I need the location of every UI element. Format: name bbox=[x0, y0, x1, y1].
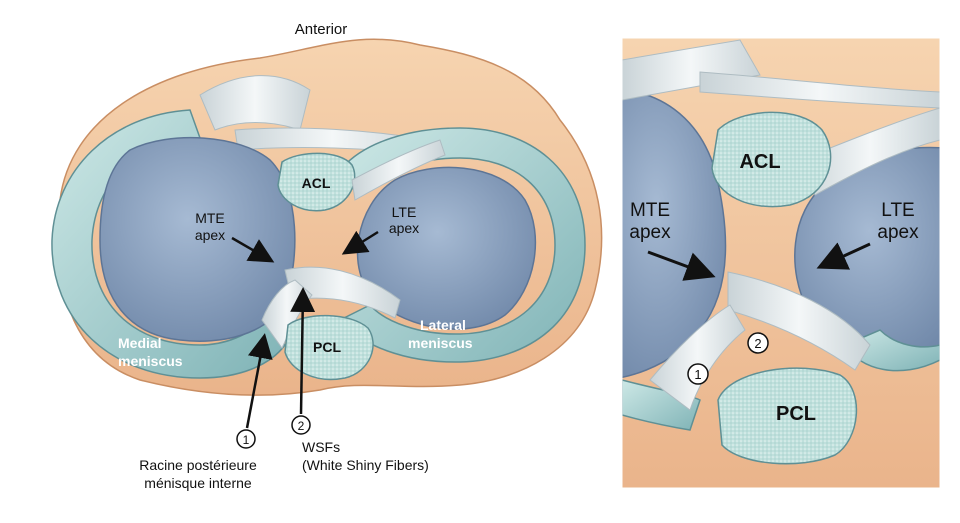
root-label-line2: ménisque interne bbox=[144, 475, 252, 491]
mte-apex-label-line2: apex bbox=[195, 227, 225, 243]
anterior-ligament-band bbox=[199, 75, 311, 131]
main-view: Anterior ACL PCL MTE apex LTE apex Media… bbox=[51, 21, 603, 491]
inset-marker-2-label: 2 bbox=[754, 336, 761, 351]
acl-footprint bbox=[277, 152, 356, 212]
lte-apex-arrow bbox=[341, 230, 379, 255]
inset-lte-apex-arrow bbox=[816, 242, 871, 270]
inset-anterior-ligament bbox=[622, 39, 761, 101]
wsf-pointer-line bbox=[290, 287, 316, 415]
acl-label: ACL bbox=[302, 175, 331, 191]
inset-acl-footprint bbox=[711, 111, 832, 208]
white-shiny-fibers bbox=[284, 266, 401, 319]
marker-2-label: 2 bbox=[298, 419, 305, 433]
wsf-label-line2: (White Shiny Fibers) bbox=[302, 457, 429, 473]
inset-view: ACL PCL MTE apex LTE apex 1 2 bbox=[622, 38, 940, 488]
inset-acl-label: ACL bbox=[739, 151, 780, 173]
inset-medial-meniscus bbox=[622, 379, 701, 431]
inset-lte-apex-label-line2: apex bbox=[877, 222, 919, 243]
root-label-line1: Racine postérieure bbox=[139, 457, 257, 473]
medial-tibial-cartilage bbox=[99, 136, 296, 342]
wsf-label-line1: WSFs bbox=[302, 439, 340, 455]
medial-meniscus-label-line2: meniscus bbox=[118, 353, 183, 369]
lte-apex-label-line2: apex bbox=[389, 220, 419, 236]
inset-mte-apex-label-line2: apex bbox=[629, 222, 671, 243]
acl-fibers bbox=[351, 139, 446, 201]
marker-1-label: 1 bbox=[243, 433, 250, 447]
lateral-meniscus-label-line1: Lateral bbox=[420, 317, 466, 333]
inset-transverse-ligament bbox=[699, 71, 940, 109]
anterior-label: Anterior bbox=[295, 21, 348, 38]
inset-marker-2-circle bbox=[747, 332, 769, 354]
lateral-meniscus-label-line2: meniscus bbox=[408, 335, 473, 351]
inset-lte-apex-label-line1: LTE bbox=[881, 200, 914, 221]
inset-medial-posterior-root bbox=[649, 304, 746, 411]
inset-mte-apex-arrow bbox=[647, 250, 716, 281]
mte-apex-arrow bbox=[231, 236, 275, 263]
inset-pcl-footprint bbox=[717, 367, 858, 465]
inset-marker-1-label: 1 bbox=[694, 367, 701, 382]
lateral-tibial-cartilage bbox=[356, 166, 537, 330]
inset-mte-apex-label-line1: MTE bbox=[630, 200, 670, 221]
inset-medial-cartilage bbox=[622, 89, 727, 379]
medial-meniscus-label-line1: Medial bbox=[118, 335, 162, 351]
mte-apex-label-line1: MTE bbox=[195, 210, 225, 226]
marker-2-circle bbox=[291, 415, 311, 435]
inset-marker-1-circle bbox=[687, 363, 709, 385]
inset-frame bbox=[621, 37, 941, 489]
inset-acl-fibers bbox=[799, 107, 940, 196]
inset-white-shiny-fibers bbox=[727, 271, 871, 371]
marker-1-circle bbox=[236, 429, 256, 449]
lte-apex-label-line1: LTE bbox=[392, 204, 417, 220]
pcl-label: PCL bbox=[313, 339, 341, 355]
root-pointer-line bbox=[245, 333, 273, 429]
inset-pcl-label: PCL bbox=[776, 403, 816, 425]
